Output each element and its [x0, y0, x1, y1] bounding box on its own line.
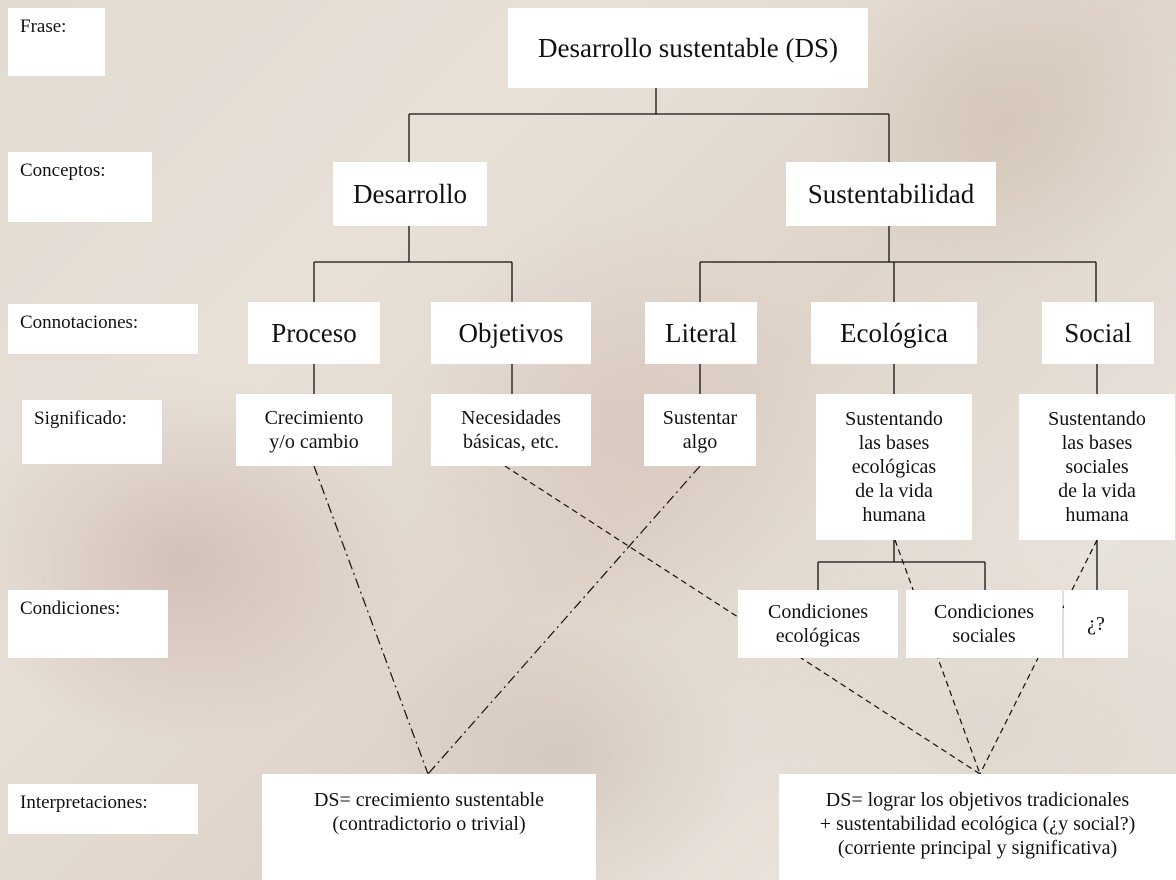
significado-social: Sustentando las bases sociales de la vid… — [1019, 394, 1175, 540]
condiciones-ecologicas: Condiciones ecológicas — [738, 590, 898, 658]
row-label-condiciones: Condiciones: — [8, 590, 168, 658]
concepto-sustentabilidad: Sustentabilidad — [786, 162, 996, 226]
dashdot-literal-to-crecimiento — [427, 465, 701, 775]
concepto-desarrollo: Desarrollo — [333, 162, 487, 226]
connotacion-literal: Literal — [645, 302, 757, 364]
row-label-connotaciones: Connotaciones: — [8, 304, 198, 354]
frase-box: Desarrollo sustentable (DS) — [508, 8, 868, 88]
significado-literal: Sustentar algo — [644, 394, 756, 466]
dashdot-proceso-to-crecimiento — [313, 465, 429, 775]
connotacion-ecologica: Ecológica — [811, 302, 977, 364]
interpretacion-crecimiento-sustentable: DS= crecimiento sustentable (contradicto… — [262, 774, 596, 880]
interpretacion-corriente-principal: DS= lograr los objetivos tradicionales +… — [779, 774, 1176, 880]
significado-proceso: Crecimiento y/o cambio — [236, 394, 392, 466]
row-label-conceptos: Conceptos: — [8, 152, 152, 222]
condiciones-desconocida: ¿? — [1064, 590, 1128, 658]
condiciones-sociales: Condiciones sociales — [906, 590, 1062, 658]
row-label-significado: Significado: — [22, 400, 162, 464]
row-label-frase: Frase: — [8, 8, 105, 76]
significado-objetivos: Necesidades básicas, etc. — [431, 394, 591, 466]
connotacion-social: Social — [1042, 302, 1154, 364]
connotacion-proceso: Proceso — [248, 302, 380, 364]
significado-ecologica: Sustentando las bases ecológicas de la v… — [816, 394, 972, 540]
connotacion-objetivos: Objetivos — [431, 302, 591, 364]
row-label-interpretaciones: Interpretaciones: — [8, 784, 198, 834]
